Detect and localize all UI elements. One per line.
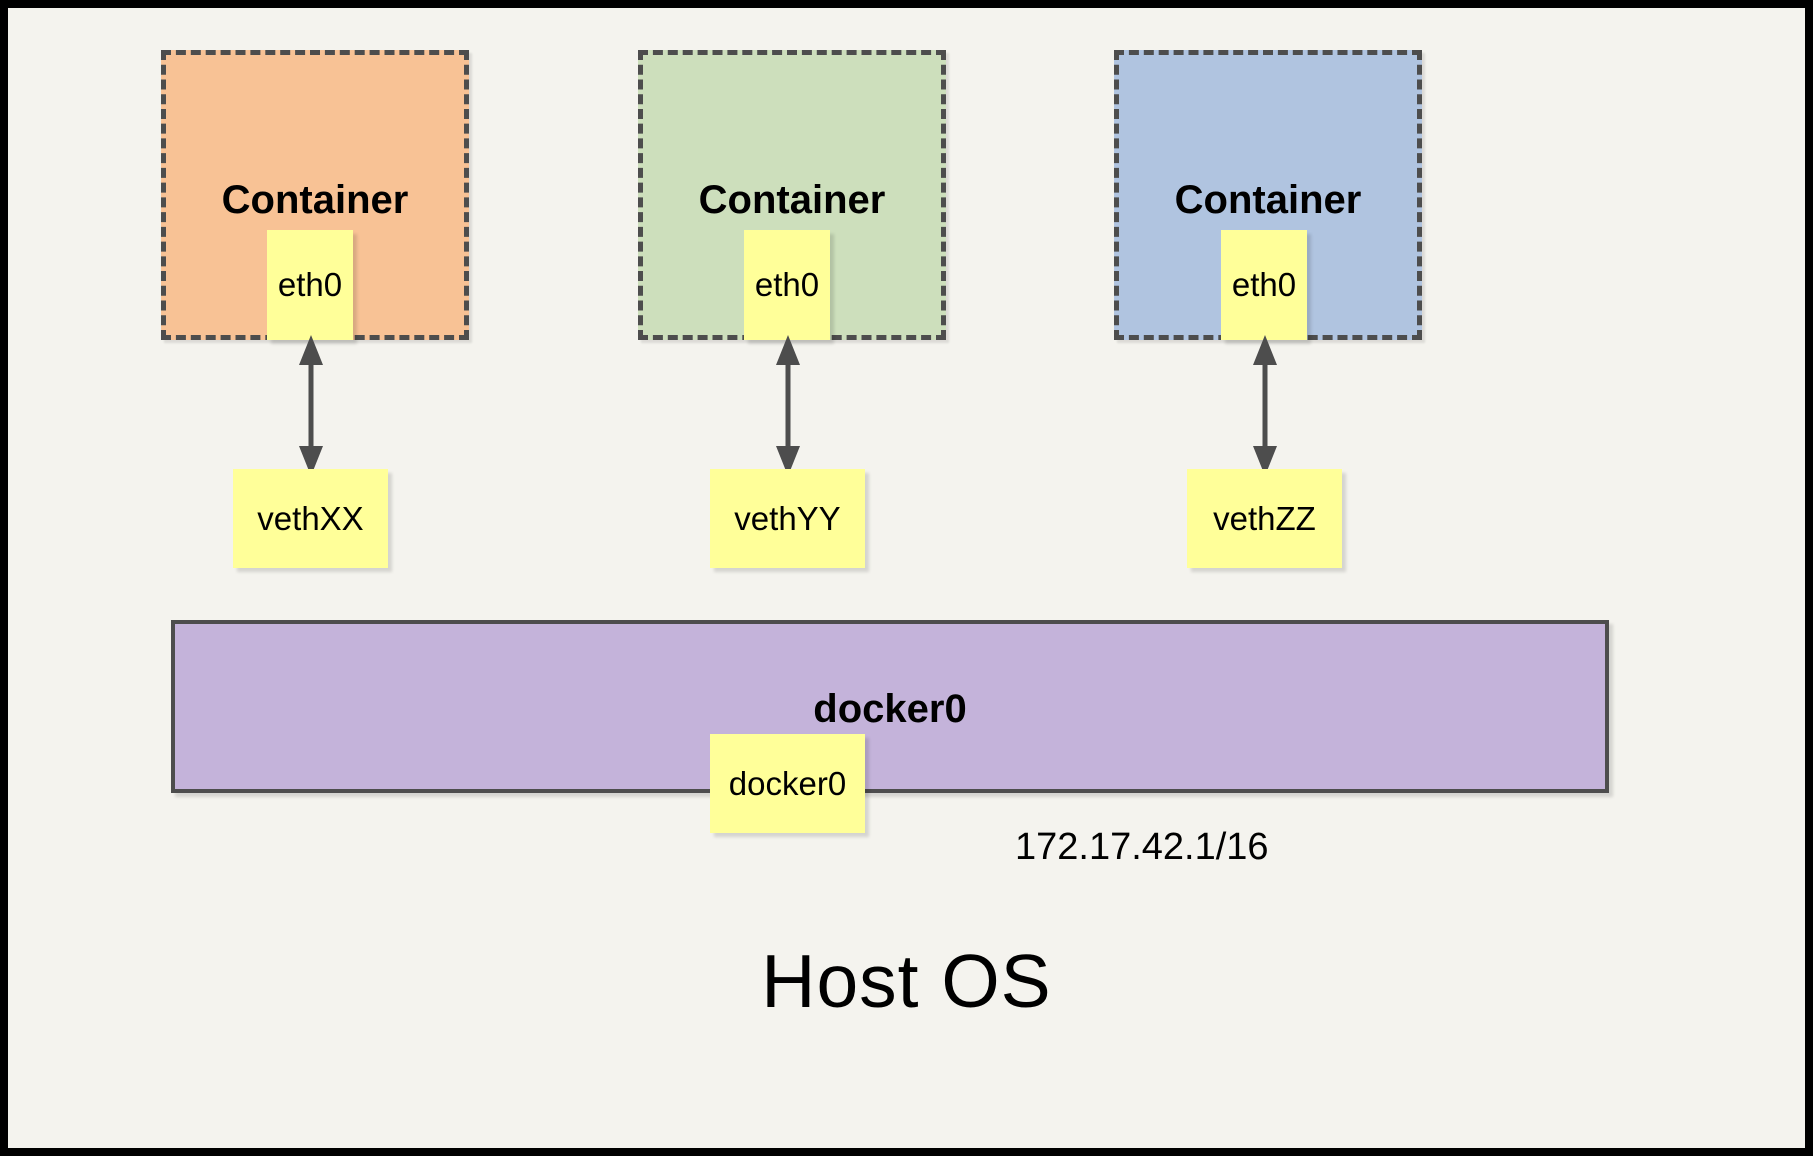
veth-pair-link-1-icon [299,335,323,476]
veth-pair-link-2-icon [776,335,800,476]
docker0-interface-note: docker0 [710,734,865,833]
eth0-note-3: eth0 [1221,230,1307,340]
veth-note-2: vethYY [710,469,865,568]
docker0-bridge-bar: docker0 [171,620,1609,793]
eth0-note-label-2: eth0 [754,266,820,303]
container-title-2: Container [698,178,886,222]
host-os-panel: Container eth0 Container eth0 Container … [8,8,1805,1148]
eth0-note-2: eth0 [744,230,830,340]
host-os-label: Host OS [761,939,1052,1023]
docker0-bridge-title: docker0 [813,687,967,731]
container-title-1: Container [221,178,409,222]
veth-note-label-3: vethZZ [1213,499,1316,537]
container-title-3: Container [1174,178,1362,222]
docker0-interface-note-label: docker0 [728,764,847,802]
eth0-note-label-3: eth0 [1231,266,1297,303]
veth-note-3: vethZZ [1187,469,1342,568]
veth-note-1: vethXX [233,469,388,568]
veth-note-label-1: vethXX [257,499,364,537]
eth0-note-label-1: eth0 [277,266,343,303]
docker0-ip-address-label: 172.17.42.1/16 [1015,826,1269,868]
eth0-note-1: eth0 [267,230,353,340]
veth-note-label-2: vethYY [734,499,841,537]
veth-pair-link-3-icon [1253,335,1277,476]
